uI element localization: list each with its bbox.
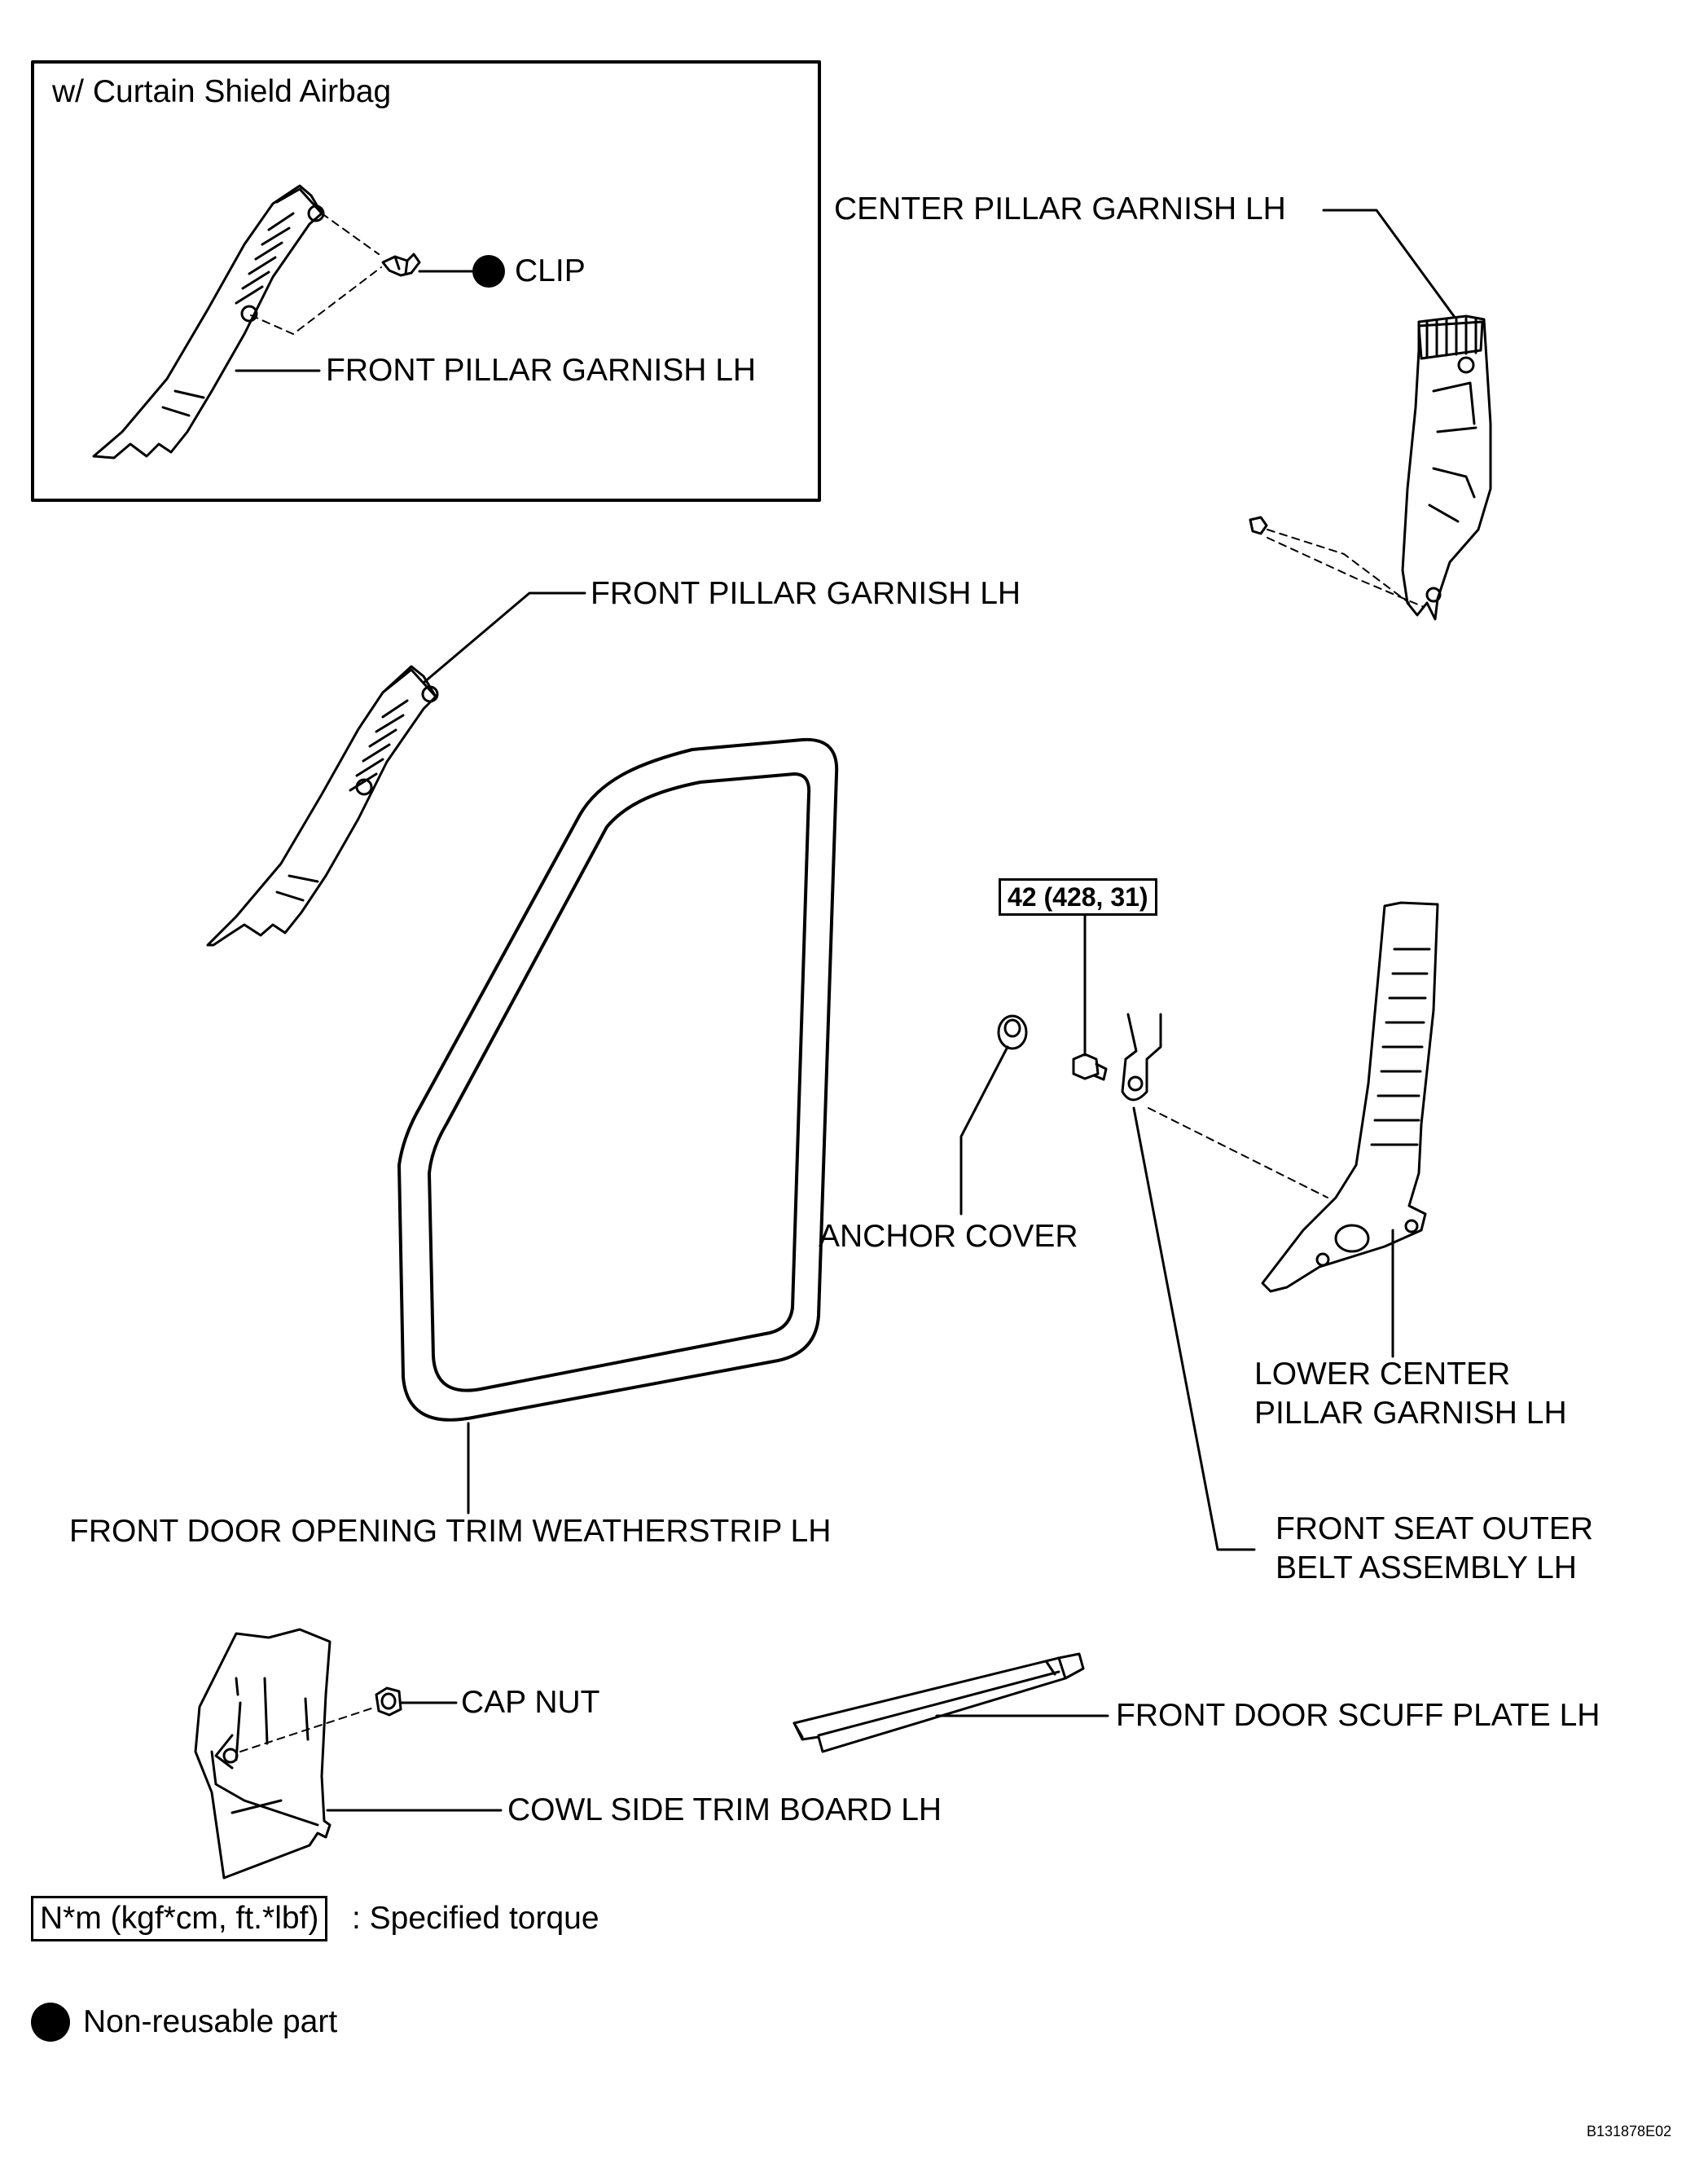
scuff-plate-drawing: [793, 1652, 1085, 1753]
legend-torque-desc: : Specified torque: [352, 1901, 599, 1936]
anchor-cover-drawing: [997, 1014, 1028, 1050]
cap-nut-label: CAP NUT: [461, 1685, 600, 1720]
legend-nonreusable-text: Non-reusable part: [83, 2004, 338, 2039]
cowl-side-trim-label: COWL SIDE TRIM BOARD LH: [507, 1792, 942, 1827]
anchor-cover-label: ANCHOR COVER: [819, 1219, 1078, 1254]
inset-clip-nonreusable-icon: [472, 255, 505, 288]
lower-center-pillar-label-line1: LOWER CENTER: [1254, 1357, 1511, 1392]
scuff-plate-label: FRONT DOOR SCUFF PLATE LH: [1116, 1698, 1600, 1733]
center-pillar-leader: [1322, 209, 1456, 318]
front-pillar-garnish-drawing: [206, 665, 439, 947]
cowl-side-trim-drawing: [194, 1628, 402, 1880]
lower-center-pillar-garnish-drawing: [1261, 901, 1439, 1293]
seat-belt-label-line2: BELT ASSEMBLY LH: [1276, 1550, 1577, 1585]
seat-belt-drawing: [1121, 1013, 1162, 1101]
inset-clip-drawing: [381, 253, 421, 277]
inset-title: w/ Curtain Shield Airbag: [52, 74, 392, 109]
inset-clip-dashed-line: [250, 213, 382, 335]
legend-torque-unit: N*m (kgf*cm, ft.*lbf): [31, 1896, 328, 1941]
inset-frame: [31, 60, 821, 502]
torque-value-badge: 42 (428, 31): [999, 878, 1157, 916]
inset-front-pillar-garnish-drawing: [92, 184, 325, 460]
center-pillar-dashed-line: [1267, 529, 1425, 608]
center-pillar-garnish-drawing: [1249, 314, 1492, 621]
bolt-drawing: [1072, 1053, 1108, 1081]
figure-code: B131878E02: [1587, 2123, 1672, 2139]
cap-nut-dashed-line: [239, 1706, 377, 1752]
weatherstrip-drawing: [397, 737, 839, 1422]
center-pillar-garnish-label: CENTER PILLAR GARNISH LH: [834, 191, 1286, 226]
lower-center-pillar-label-line2: PILLAR GARNISH LH: [1254, 1396, 1567, 1431]
front-pillar-garnish-label: FRONT PILLAR GARNISH LH: [591, 576, 1021, 611]
weatherstrip-label: FRONT DOOR OPENING TRIM WEATHERSTRIP LH: [69, 1514, 832, 1549]
seat-belt-dashed-line: [1148, 1107, 1328, 1198]
clip-label: CLIP: [515, 253, 586, 288]
anchor-cover-leader: [959, 1045, 1009, 1216]
seat-belt-leader: [1132, 1106, 1256, 1551]
seat-belt-label-line1: FRONT SEAT OUTER: [1276, 1511, 1594, 1546]
front-pillar-garnish-inset-label: FRONT PILLAR GARNISH LH: [326, 353, 757, 388]
legend-nonreusable-icon: [31, 2003, 70, 2042]
front-pillar-leader: [422, 591, 586, 684]
